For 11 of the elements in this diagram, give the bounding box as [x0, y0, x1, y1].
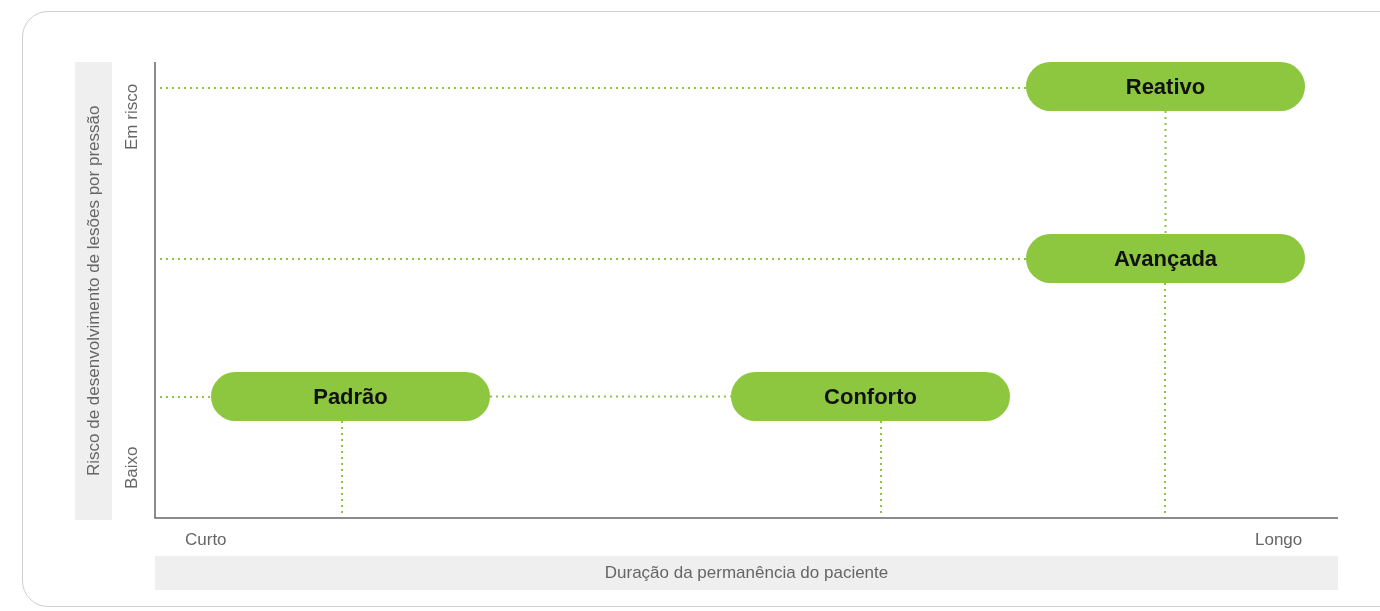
level-pill: Avançada — [1026, 234, 1305, 283]
level-pill: Padrão — [211, 372, 490, 421]
axis-tick-label: Baixo — [121, 445, 142, 492]
dotted-connector — [1164, 110, 1167, 235]
axis-tick-label: Curto — [185, 530, 227, 550]
axis-tick-label: Em risco — [121, 82, 142, 153]
axis-title: Risco de desenvolvimento de lesões por pressão — [75, 62, 112, 520]
axis-title: Duração da permanência do paciente — [155, 556, 1338, 590]
level-pill: Conforto — [731, 372, 1010, 421]
axis-tick-label: Longo — [1255, 530, 1303, 550]
level-pill: Reativo — [1026, 62, 1305, 111]
